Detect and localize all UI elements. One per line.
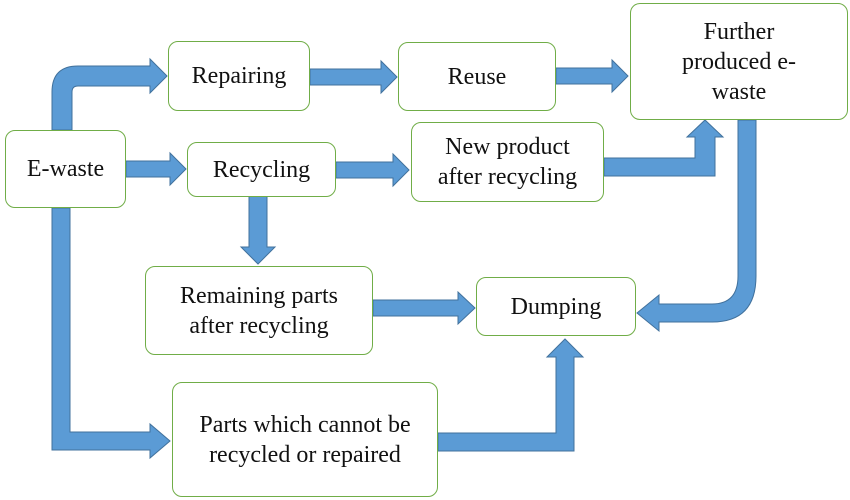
node-further-produced-e-waste: Further produced e-waste <box>630 3 848 120</box>
arrow-remaining-to-dumping <box>372 290 476 326</box>
node-recycling: Recycling <box>187 142 336 197</box>
arrow-further-to-dumping <box>636 119 757 333</box>
node-repairing: Repairing <box>168 41 310 111</box>
arrow-newproduct-to-further <box>603 119 725 177</box>
arrow-ewaste-to-parts <box>51 207 171 460</box>
arrow-parts-to-dumping <box>437 338 585 452</box>
node-e-waste: E-waste <box>5 130 126 208</box>
arrow-recycling-to-remaining <box>239 195 277 265</box>
node-parts-cannot-be-recycled: Parts which cannot be recycled or repair… <box>172 382 438 497</box>
arrow-reuse-to-further <box>555 58 629 94</box>
node-reuse: Reuse <box>398 42 556 111</box>
arrow-repairing-to-reuse <box>309 59 398 95</box>
arrow-recycling-to-newproduct <box>335 152 410 188</box>
arrow-ewaste-to-recycling <box>125 151 187 187</box>
node-remaining-parts: Remaining parts after recycling <box>145 266 373 355</box>
node-new-product: New product after recycling <box>411 122 604 202</box>
node-dumping: Dumping <box>476 277 636 336</box>
arrow-ewaste-to-repairing <box>51 57 168 131</box>
